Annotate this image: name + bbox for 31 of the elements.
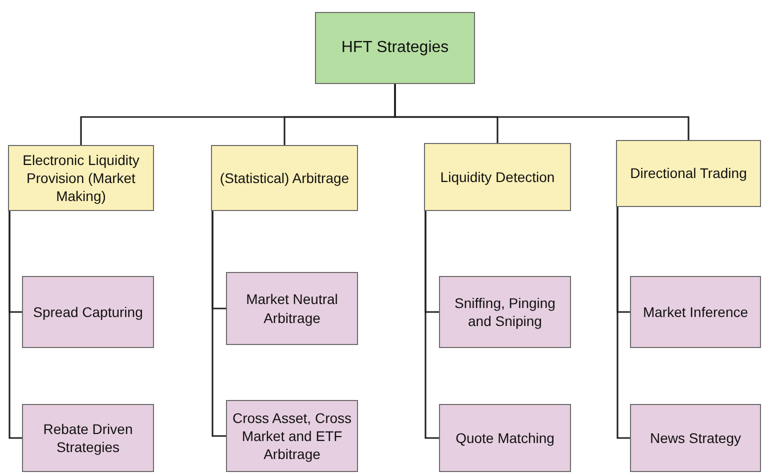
connector-line <box>8 211 22 439</box>
strategy-box <box>439 276 571 348</box>
strategy-box <box>226 400 358 472</box>
node-label: Quote Matching <box>456 428 554 448</box>
strategy-box <box>630 276 761 348</box>
node-label: Spread Capturing <box>33 302 143 322</box>
strategy-box <box>439 404 571 472</box>
connector-line <box>394 84 690 140</box>
node-label: HFT Strategies <box>341 38 449 58</box>
node-label: Rebate Driven Strategies <box>42 420 134 456</box>
category-box <box>8 145 154 211</box>
node-label: (Statistical) Arbitrage <box>220 168 350 188</box>
strategy-box <box>630 404 761 472</box>
root-box <box>315 12 475 84</box>
connector-line <box>424 211 439 439</box>
node-label: Electronic Liquidity Provision (Market Making) <box>22 150 140 206</box>
node-label: Liquidity Detection <box>440 168 555 186</box>
node-label: News Strategy <box>650 428 742 448</box>
strategy-box <box>22 276 154 348</box>
strategy-box <box>22 404 154 472</box>
category-box <box>424 143 571 211</box>
node-label: Sniffing, Pinging and Sniping <box>454 294 556 330</box>
node-label: Directional Trading <box>630 164 747 183</box>
category-box <box>211 145 358 211</box>
category-box <box>616 140 761 207</box>
connector-line <box>212 211 226 437</box>
strategy-box <box>226 272 358 345</box>
connector-line <box>616 207 630 439</box>
node-label: Market Inference <box>642 302 748 322</box>
node-label: Market Neutral Arbitrage <box>245 290 339 327</box>
node-label: Cross Asset, Cross Market and ETF Arbitrage <box>231 408 353 464</box>
